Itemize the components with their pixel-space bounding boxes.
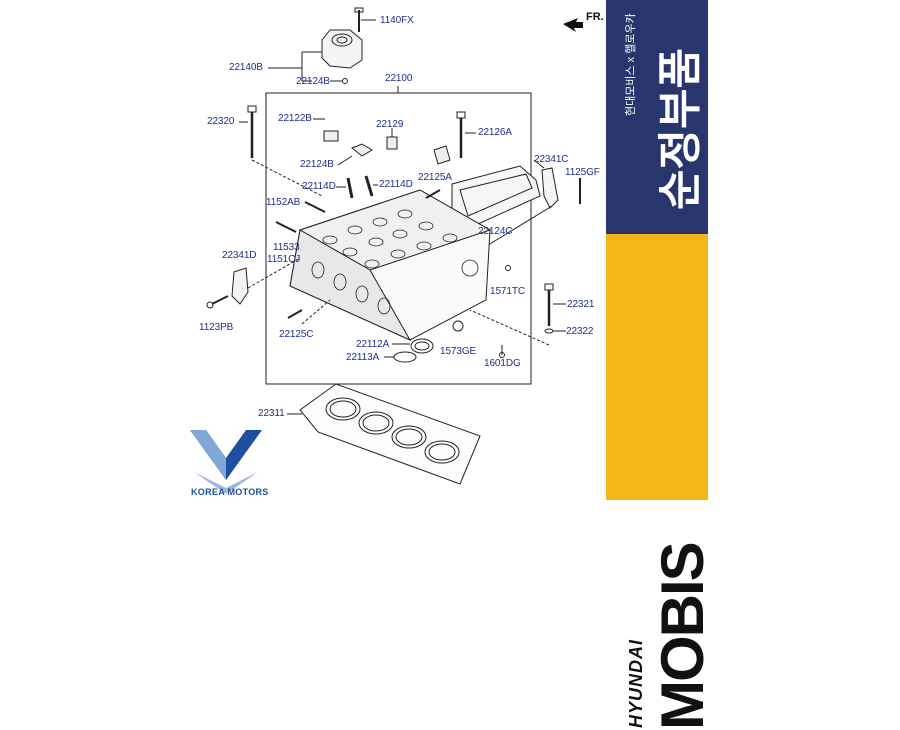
brand-panel: 현대모비스 x 헬로우카 순정부품 HYUNDAI MOBIS [606,0,716,730]
part-label: 1573GE [440,346,477,357]
part-label: 22341D [222,250,257,261]
part-label: 22114D [302,181,336,192]
part-label: 22124B [300,159,334,170]
front-arrow-icon [563,18,583,32]
panel-subtitle: 현대모비스 x 헬로우카 [625,13,637,116]
part-label: 22320 [207,116,235,127]
brand-panel-bottom: HYUNDAI MOBIS [606,234,716,730]
direction-label: FR. [586,11,604,23]
korea-motors-logo-icon [190,430,262,494]
part-label: 22126A [478,127,512,138]
part-label: 22122B [278,113,312,124]
part-label: 1140FX [380,15,414,26]
part-label: 22322 [566,326,594,337]
part-label: 1152AB [266,197,301,208]
part-label: 22124C [478,226,513,237]
part-label: 22112A [356,339,390,350]
maker-small-label: HYUNDAI [626,638,646,728]
part-label: 22100 [385,73,413,84]
part-label: 1601DG [484,358,521,369]
part-label: 1123PB [199,322,234,333]
part-label: 1151CJ [267,254,301,265]
part-label: 22124B [296,76,330,87]
part-label: 22129 [376,119,404,130]
part-label: 22113A [346,352,380,363]
panel-title: 순정부품 [656,48,705,210]
part-label: 22114D [379,179,413,190]
parts-diagram: FR. 1140FX 22140B 22124B 22100 22320 221… [190,7,604,497]
part-label: 22341C [534,154,569,165]
brand-panel-top: 현대모비스 x 헬로우카 순정부품 [606,0,708,234]
maker-logo: MOBIS [649,543,716,730]
cylinder-head-drawing [206,7,583,485]
part-label: 22125C [279,329,314,340]
part-label: 1125GF [565,167,600,178]
part-label: 22311 [258,408,285,419]
part-label: 22125A [418,172,452,183]
part-label: 1571TC [490,286,525,297]
part-label: 22321 [567,299,595,310]
part-label: 22140B [229,62,263,73]
dealer-name: KOREA MOTORS [191,487,269,497]
part-label: 11533 [273,242,300,253]
